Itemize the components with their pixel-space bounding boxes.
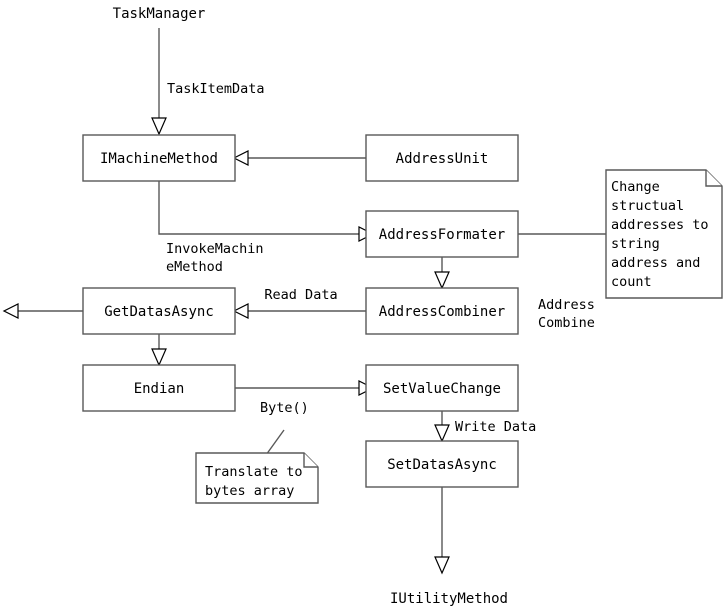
- arrowhead-getdatasasync-output-left: [2, 303, 19, 319]
- note-change-address-body: [605, 169, 723, 299]
- node-label-addresscombiner: AddressCombiner: [379, 304, 505, 320]
- node-endian[interactable]: [82, 364, 236, 412]
- note-change-address-line-4: string: [611, 236, 660, 252]
- edge-label-invoke-machine-method-line1: InvokeMachin: [166, 241, 264, 257]
- node-label-getdatasasync: GetDatasAsync: [104, 304, 214, 320]
- note-translate-bytes-fold: [303, 453, 318, 468]
- connector-imachinemethod-to-addressformater: [158, 181, 360, 235]
- edge-label-address-combine-line1: Address: [538, 297, 595, 313]
- arrowhead-getdatasasync-to-endian: [151, 348, 167, 367]
- note-change-address-fold: [705, 170, 722, 187]
- node-label-addressunit: AddressUnit: [396, 151, 489, 167]
- arrowhead-addressunit-to-imachinemethod: [232, 150, 249, 166]
- connector-byte-to-translate-note: [265, 429, 285, 456]
- arrowhead-addressformater-to-addresscombiner: [434, 271, 450, 290]
- edge-label-invoke-machine-method-line2: eMethod: [166, 259, 223, 275]
- node-label-endian: Endian: [134, 381, 185, 397]
- edge-label-task-item-data: TaskItemData: [167, 81, 265, 97]
- edge-label-read-data: Read Data: [264, 287, 337, 303]
- note-translate-bytes-line-1: Translate to: [205, 464, 303, 480]
- node-addresscombiner[interactable]: [365, 287, 519, 335]
- node-label-setvaluechange: SetValueChange: [383, 381, 501, 397]
- note-change-address-line-6: count: [611, 274, 652, 290]
- label-taskmanager: TaskManager: [113, 6, 206, 22]
- note-change-address[interactable]: Change structual addresses to string add…: [605, 169, 723, 299]
- note-translate-bytes-line-2: bytes array: [205, 483, 294, 499]
- node-setdatasasync[interactable]: [365, 440, 519, 488]
- node-label-imachinemethod: IMachineMethod: [100, 151, 218, 167]
- edge-label-write-data: Write Data: [455, 419, 536, 435]
- note-change-address-line-1: Change: [611, 179, 660, 195]
- note-translate-bytes-body: [195, 452, 319, 504]
- note-translate-bytes[interactable]: Translate to bytes array: [195, 452, 319, 504]
- node-getdatasasync[interactable]: [82, 287, 236, 335]
- label-iutilitymethod: IUtilityMethod: [390, 591, 508, 607]
- edge-label-byte: Byte(): [260, 400, 309, 416]
- note-change-address-line-2: structual: [611, 198, 684, 214]
- node-setvaluechange[interactable]: [365, 364, 519, 412]
- note-change-address-line-5: address and: [611, 255, 700, 271]
- edge-label-address-combine-line2: Combine: [538, 315, 595, 331]
- arrowhead-taskmanager-to-imachinemethod: [151, 117, 167, 136]
- node-label-setdatasasync: SetDatasAsync: [387, 457, 497, 473]
- node-addressunit[interactable]: [365, 134, 519, 182]
- node-imachinemethod[interactable]: [82, 134, 236, 182]
- node-addressformater[interactable]: [365, 210, 519, 258]
- node-label-addressformater: AddressFormater: [379, 227, 505, 243]
- arrowhead-setvaluechange-to-setdatasasync: [434, 424, 450, 443]
- arrowhead-addresscombiner-to-getdatasasync: [232, 303, 249, 319]
- arrowhead-setdatasasync-to-iutilitymethod: [434, 556, 450, 575]
- note-change-address-line-3: addresses to: [611, 217, 709, 233]
